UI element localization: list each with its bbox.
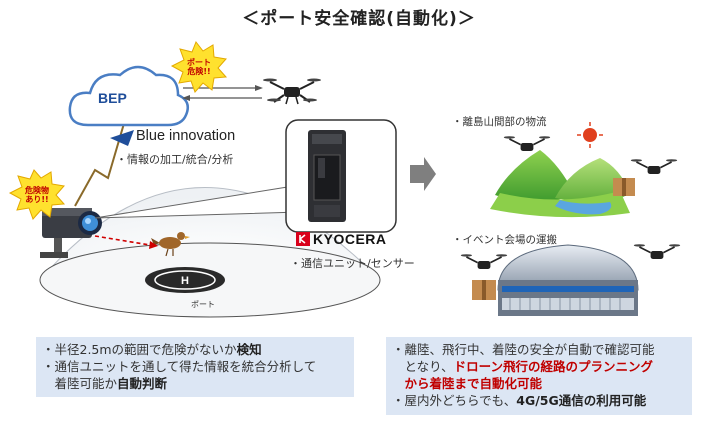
right-info-panel: ・離陸、飛行中、着陸の安全が自動で確認可能 となり、ドローン飛行の経路のプランニ…	[386, 337, 692, 415]
alert-port-burst	[170, 41, 228, 93]
left-info-panel: ・半径2.5mの範囲で危険がないか検知 ・通信ユニットを通して得た情報を統合分析…	[36, 337, 354, 397]
alert-hazard-text: 危険物 あり!!	[25, 186, 49, 204]
kyocera-desc: ・通信ユニット/センサー	[290, 257, 415, 270]
use-case-event: ・イベント会場の運搬	[452, 234, 557, 246]
alert-hazard-burst	[8, 169, 66, 220]
right-panel-line-4: ・屋内外どちらでも、4G/5G通信の利用可能	[392, 393, 647, 408]
use-case-island: ・離島山間部の物流	[452, 116, 547, 128]
right-panel-line-1: ・離陸、飛行中、着陸の安全が自動で確認可能	[392, 342, 655, 357]
alert-port-text: ポート 危険!!	[187, 58, 211, 76]
left-panel-line-3: 着陸可能か自動判断	[42, 376, 168, 391]
drone-icon	[460, 254, 508, 269]
bep-label: BEP	[98, 90, 127, 106]
kyocera-logo-icon	[296, 232, 310, 246]
helipad-icon: H	[145, 267, 225, 293]
camera-link-line	[74, 119, 126, 207]
drone-icon	[633, 244, 681, 259]
blue-innovation-desc: ・情報の加工/統合/分析	[116, 153, 234, 166]
camera-icon	[40, 208, 102, 258]
left-panel-line-1: ・半径2.5mの範囲で危険がないか検知	[42, 342, 262, 357]
island-scene-illustration	[490, 122, 635, 218]
right-panel-line-3: から着陸まで自動化可能	[392, 376, 543, 391]
drone-icon	[630, 159, 678, 174]
blue-innovation-name: Blue innovation	[136, 128, 236, 144]
bird-icon	[151, 232, 190, 257]
drone-icon	[263, 78, 321, 105]
communication-unit-icon	[308, 130, 346, 222]
right-panel-line-2: となり、ドローン飛行の経路のプランニング	[392, 359, 654, 374]
drone-icon	[503, 136, 551, 151]
blue-innovation-logo-icon	[110, 130, 134, 146]
svg-text:H: H	[181, 275, 189, 287]
flow-arrow-icon	[410, 157, 436, 191]
kyocera-name: KYOCERA	[313, 231, 387, 247]
port-label: ポート	[191, 300, 215, 309]
left-panel-line-2: ・通信ユニットを通して得た情報を統合分析して	[42, 359, 317, 374]
bep-cloud-icon	[68, 65, 189, 127]
page-title: ＜ポート安全確認(自動化)＞	[242, 9, 476, 29]
event-venue-illustration	[472, 244, 639, 316]
